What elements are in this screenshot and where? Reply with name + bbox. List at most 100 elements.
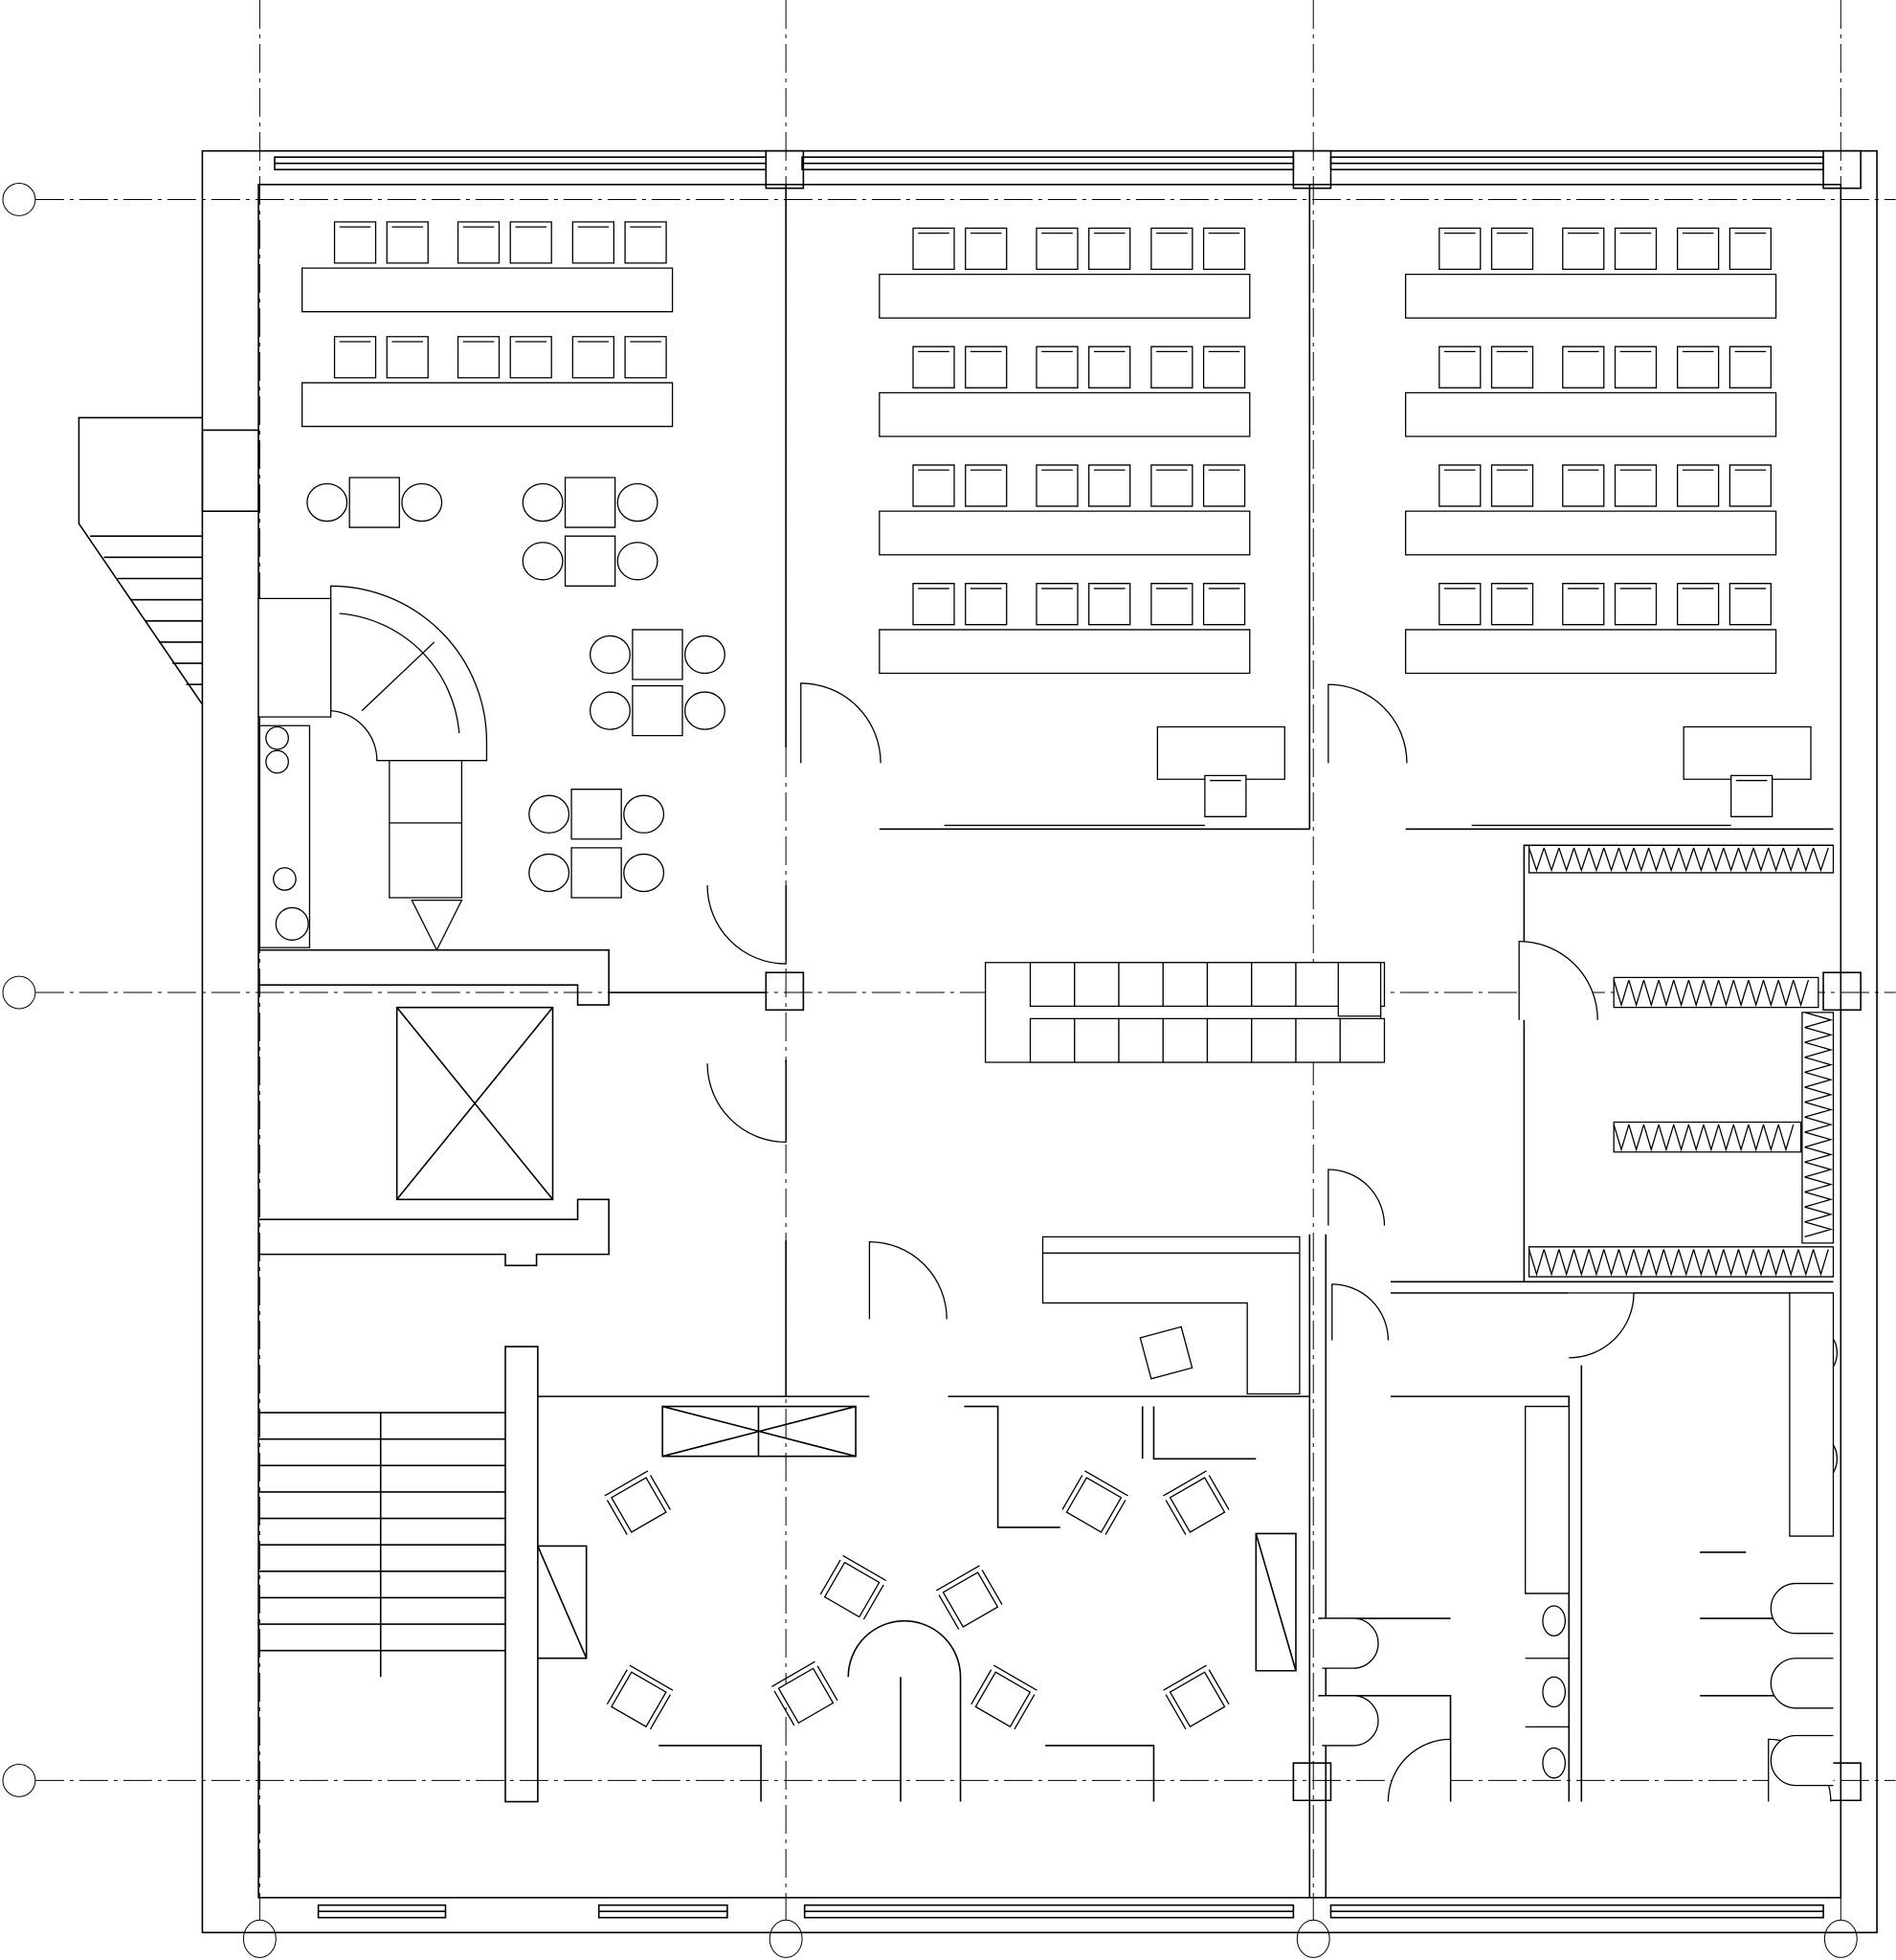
column [1293, 151, 1330, 189]
counter-cell [1075, 1018, 1119, 1062]
chair-icon [1439, 228, 1481, 269]
chair-icon [1151, 228, 1193, 269]
chair-icon [1439, 584, 1481, 625]
locker-hatch [1614, 1125, 1794, 1149]
chair-icon [529, 795, 569, 833]
chair-arm [774, 1691, 794, 1726]
urinal-icon [1543, 1606, 1565, 1636]
chair-icon [624, 795, 664, 833]
chair-back [771, 1661, 814, 1686]
counter-cell [1163, 1018, 1207, 1062]
chair-icon [1615, 228, 1656, 269]
counter-cell [1207, 963, 1251, 1007]
chair-icon [1204, 228, 1245, 269]
exterior-wall-inner [258, 185, 1840, 1898]
toilet-icon [1322, 1696, 1378, 1746]
chair-arm [820, 1560, 840, 1594]
chair-seat [1066, 1478, 1121, 1532]
desk-icon [302, 383, 673, 427]
chair-icon [1492, 584, 1533, 625]
chair-arm [1105, 1500, 1126, 1534]
chair-icon [1729, 584, 1771, 625]
chair-arm [1209, 1475, 1229, 1509]
chair-back [605, 1471, 648, 1496]
wall-partition [880, 185, 1834, 830]
chair-icon [1204, 465, 1245, 506]
desk-icon [880, 511, 1250, 555]
chair-arm [1166, 1500, 1186, 1534]
column [1823, 972, 1861, 1010]
chair-icon [1204, 584, 1245, 625]
grid-bubble [3, 184, 35, 216]
chair-icon [913, 584, 954, 625]
chair-icon [1615, 465, 1656, 506]
chair-icon [771, 1661, 837, 1726]
counter-cell [1296, 963, 1340, 1007]
chair-icon [1140, 1326, 1192, 1378]
chair-icon [1678, 228, 1719, 269]
door-swing-icon [707, 1063, 786, 1142]
partition-arc [848, 1621, 960, 1802]
chair-icon [685, 635, 725, 673]
chair-arm [607, 1670, 627, 1704]
wall-elevator-top [258, 950, 609, 1005]
desk-icon [880, 392, 1250, 436]
door [1328, 684, 1407, 763]
chair-icon [523, 543, 563, 580]
chair-icon [510, 337, 551, 378]
chair-arm [1062, 1475, 1082, 1509]
chair-seat [612, 1478, 666, 1532]
chair-icon [387, 222, 428, 263]
sink-icon [266, 750, 288, 772]
chair-icon [1151, 346, 1193, 388]
chair-icon [1678, 584, 1719, 625]
door-swing-icon [1519, 942, 1597, 1020]
toilet-icon [1771, 1659, 1834, 1708]
chair-seat [612, 1672, 666, 1726]
chair-icon [1729, 346, 1771, 388]
chair-icon [1089, 465, 1130, 506]
chair-seat [943, 1572, 997, 1627]
chair-icon [1151, 584, 1193, 625]
grid-bubble [243, 1920, 276, 1957]
chair-icon [1163, 1665, 1229, 1729]
elevator-x [397, 1008, 553, 1200]
door-swing-icon [1569, 1293, 1634, 1358]
counter-cell [1338, 963, 1380, 1016]
desk-icon [1406, 511, 1776, 555]
counter-cell [1030, 963, 1074, 1007]
chair-icon [1204, 346, 1245, 388]
chair-icon [1678, 346, 1719, 388]
chair-icon [607, 1665, 673, 1729]
column [1293, 1763, 1330, 1800]
chair-icon [572, 337, 613, 378]
chair-icon [1089, 346, 1130, 388]
table-icon [633, 630, 682, 679]
chair-arm [939, 1594, 959, 1629]
chair-arm [607, 1500, 627, 1534]
column [1823, 151, 1861, 189]
door-swing-icon [1332, 1284, 1389, 1341]
wall-partition [1309, 1235, 1326, 1898]
chair-icon [1037, 228, 1078, 269]
table-icon [633, 686, 682, 736]
wall-locker [1391, 845, 1833, 1281]
chair-icon [1205, 775, 1246, 816]
chair-back [936, 1566, 979, 1591]
door [707, 885, 786, 964]
chair-icon [605, 1471, 671, 1535]
chair-icon [1151, 465, 1193, 506]
door [1332, 1284, 1389, 1341]
desk-icon [1406, 392, 1776, 436]
chair-arm [971, 1670, 992, 1704]
urinal-icon [1543, 1748, 1565, 1778]
chair-icon [1563, 228, 1604, 269]
chair-icon [1037, 346, 1078, 388]
chair-icon [966, 228, 1007, 269]
chair-icon [1492, 465, 1533, 506]
chair-arm [651, 1695, 671, 1729]
chair-icon [1439, 465, 1481, 506]
counter-cell [1340, 1018, 1384, 1062]
exterior-wall-outer [202, 151, 1877, 1933]
